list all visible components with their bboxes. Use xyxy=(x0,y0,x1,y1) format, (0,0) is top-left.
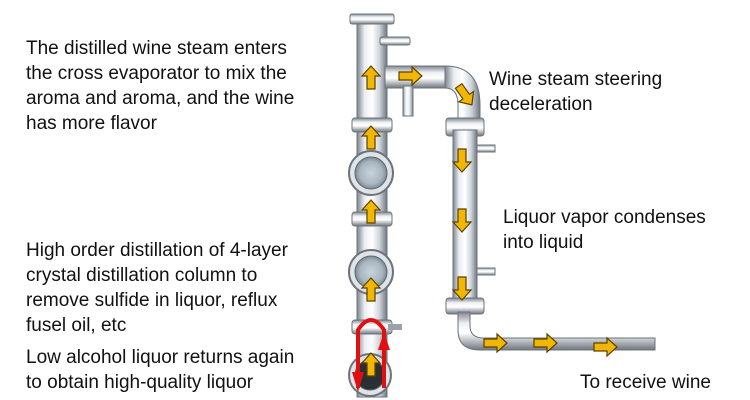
arrow-icon-10 xyxy=(451,276,473,301)
condenser xyxy=(445,117,496,315)
label-vapor-condenses: Liquor vapor condenses into liquid xyxy=(503,207,706,253)
flow-arrows xyxy=(360,65,618,377)
arrow-icon-6 xyxy=(398,65,423,87)
arrow-icon-13 xyxy=(593,336,618,358)
reflux-arrow-icon xyxy=(352,318,390,392)
arrow-icon-2 xyxy=(360,125,382,150)
sight-glass-middle xyxy=(348,249,394,295)
label-low-alcohol-returns: Low alcohol liquor returns again to obta… xyxy=(26,347,295,393)
arrow-icon-3 xyxy=(360,199,382,224)
label-to-receive-wine: To receive wine xyxy=(580,372,711,393)
arrow-icon-8 xyxy=(451,148,473,173)
arrow-icon-12 xyxy=(533,332,558,354)
sight-glass-upper xyxy=(348,150,394,196)
label-high-order-distillation: High order distillation of 4-layer cryst… xyxy=(26,240,288,336)
arrow-icon-7 xyxy=(454,82,475,106)
outlet-pipe xyxy=(457,311,656,351)
arrow-icon-11 xyxy=(483,332,508,354)
label-steam-steering: Wine steam steering deceleration xyxy=(489,69,663,115)
arrow-icon-1 xyxy=(360,65,382,90)
arrow-icon-9 xyxy=(451,208,473,233)
arrow-icon-5 xyxy=(360,352,382,377)
label-steam-enters-evaporator: The distilled wine steam enters the cros… xyxy=(26,38,295,134)
arrow-icon-4 xyxy=(360,277,382,302)
